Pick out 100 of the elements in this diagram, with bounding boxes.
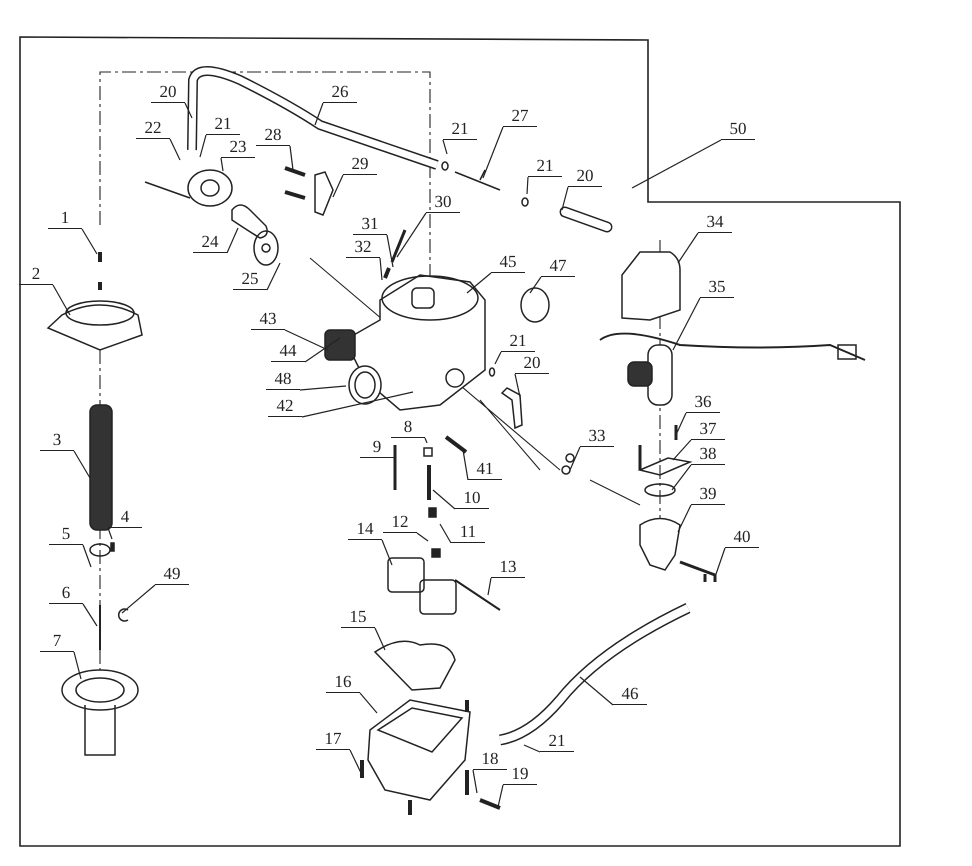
leader-line (672, 440, 692, 460)
callout-number: 24 (193, 233, 227, 253)
callout-number: 43 (251, 310, 285, 330)
callout-number: 38 (691, 445, 725, 465)
leader-line (466, 272, 492, 294)
leader-line (360, 692, 378, 714)
leader-line (304, 338, 340, 362)
leader-line (714, 548, 726, 578)
callout-number: 37 (691, 420, 725, 440)
callout-number: 35 (700, 278, 734, 298)
callout-number: 26 (323, 83, 357, 103)
leader-line (314, 102, 324, 126)
callout-number: 21 (540, 732, 574, 752)
callout-number: 22 (136, 119, 170, 139)
callout-number: 17 (316, 730, 350, 750)
callout-number: 19 (503, 765, 537, 785)
callout-number: 41 (468, 460, 502, 480)
leader-line (381, 540, 393, 566)
leader-line (349, 750, 363, 776)
callout-number: 25 (233, 270, 267, 290)
leader-line (472, 770, 478, 794)
callout-number: 9 (360, 438, 394, 458)
leader-line (184, 102, 193, 118)
leader-line (82, 544, 92, 568)
callout-number: 2 (19, 265, 53, 285)
callout-number: 49 (155, 565, 189, 585)
callout-number: 6 (49, 584, 83, 604)
leader-line (300, 385, 346, 391)
leader-line (487, 578, 492, 596)
leader-line (302, 391, 414, 418)
callout-number: 39 (691, 485, 725, 505)
leader-line (220, 158, 224, 172)
callout-number: 7 (40, 632, 74, 652)
leader-line (672, 298, 701, 350)
callout-number: 20 (515, 354, 549, 374)
callout-number: 27 (503, 107, 537, 127)
leader-line (530, 276, 542, 294)
leader-line (52, 284, 71, 316)
leader-line (432, 490, 456, 510)
callout-number: 23 (221, 138, 255, 158)
callout-number: 21 (528, 157, 562, 177)
leader-line (332, 174, 344, 198)
leader-line (379, 258, 383, 280)
leader-line (396, 212, 426, 258)
callout-number: 15 (341, 608, 375, 628)
leader-line (497, 784, 504, 808)
leader-line (81, 228, 98, 254)
callout-number: 8 (391, 418, 425, 438)
leader-line (561, 186, 569, 210)
callout-number: 42 (268, 397, 302, 417)
callout-number: 34 (698, 213, 732, 233)
callout-number: 5 (49, 525, 83, 545)
callout-number: 12 (383, 513, 417, 533)
callout-number: 50 (721, 120, 755, 140)
callout-number: 29 (343, 155, 377, 175)
callout-number: 16 (326, 673, 360, 693)
callout-number: 10 (455, 489, 489, 509)
callout-number: 30 (426, 193, 460, 213)
callout-number: 47 (541, 257, 575, 277)
leader-line (482, 126, 504, 178)
leader-line (416, 532, 428, 542)
callout-number: 18 (473, 750, 507, 770)
leader-line (442, 140, 448, 154)
leader-line (514, 374, 521, 398)
callout-number: 1 (48, 209, 82, 229)
leader-line (289, 146, 294, 170)
callout-number: 20 (151, 83, 185, 103)
callout-number: 14 (348, 520, 382, 540)
leader-line (494, 352, 502, 364)
callout-number: 21 (501, 332, 535, 352)
callout-number: 32 (346, 238, 380, 258)
leader-line (569, 446, 581, 470)
leader-line (266, 262, 281, 290)
callout-number: 45 (491, 253, 525, 273)
leader-line (462, 450, 469, 480)
callout-number: 36 (686, 393, 720, 413)
callout-number: 28 (256, 126, 290, 146)
callout-number: 20 (568, 167, 602, 187)
callout-number: 21 (443, 120, 477, 140)
callout-number: 44 (271, 342, 305, 362)
callout-number: 11 (451, 523, 485, 543)
leader-line (424, 438, 428, 444)
leader-line (107, 528, 113, 540)
leader-line (374, 628, 386, 650)
leader-line (439, 524, 452, 544)
callout-number: 13 (491, 558, 525, 578)
callout-number: 31 (353, 215, 387, 235)
callout-number: 4 (108, 508, 142, 528)
leader-line (386, 234, 394, 268)
leader-line (672, 464, 692, 490)
leader-line (677, 504, 692, 532)
leader-line (82, 604, 98, 626)
leader-line (632, 139, 722, 189)
leader-line (169, 138, 181, 160)
leader-line (199, 134, 207, 158)
leader-line (580, 676, 614, 706)
leader-line (524, 744, 540, 753)
leader-line (73, 652, 82, 680)
callout-number: 21 (206, 115, 240, 135)
callout-number: 3 (40, 431, 74, 451)
